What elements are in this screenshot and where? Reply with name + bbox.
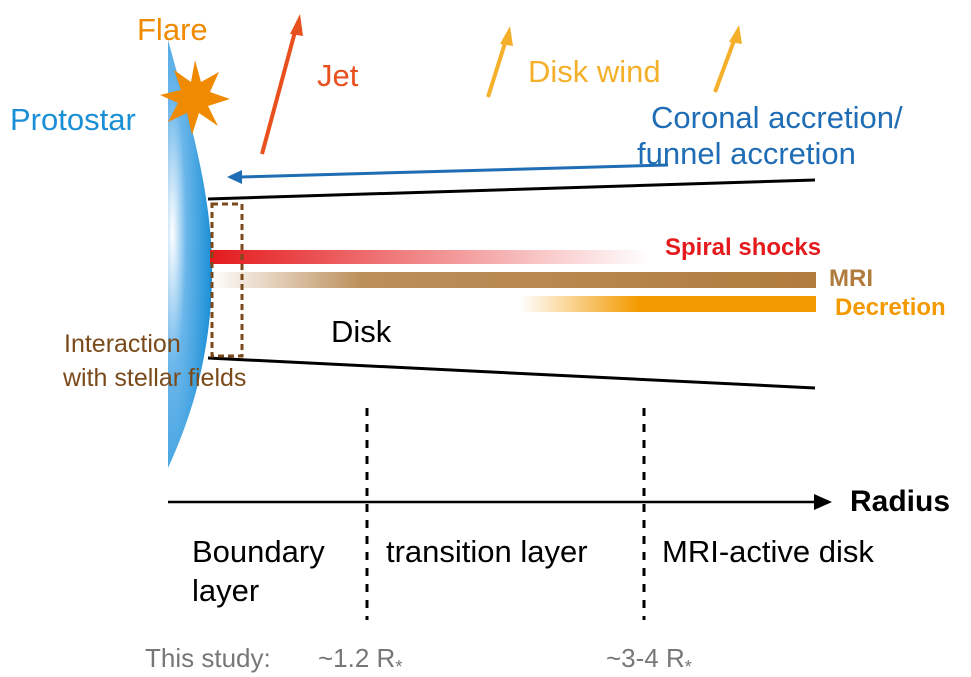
- interaction-label-line1: Interaction: [64, 330, 181, 358]
- decretion-label: Decretion: [835, 294, 946, 321]
- disk-wind-arrow-1: [486, 39, 508, 98]
- radius-estimate-2: ~3-4 R*: [606, 645, 692, 676]
- mri-label: MRI: [829, 265, 873, 292]
- coronal-accretion-arrow: [239, 163, 669, 179]
- boundary-layer-label-line1: Boundary: [192, 534, 325, 569]
- jet-arrow: [260, 27, 298, 155]
- jet-arrowhead: [290, 14, 303, 36]
- interaction-label-line2: with stellar fields: [63, 364, 247, 392]
- protostar-shape: [168, 40, 213, 468]
- radius-estimate-1-value: ~1.2 R: [318, 643, 396, 673]
- stellar-radius-subscript-1: *: [395, 657, 403, 677]
- stellar-radius-subscript-2: *: [684, 657, 692, 677]
- protostar-label: Protostar: [10, 102, 136, 137]
- disk-upper-surface: [207, 178, 816, 201]
- disk-wind-arrowhead-2: [729, 25, 742, 44]
- decretion-bar: [520, 296, 816, 312]
- boundary-layer-label-line2: layer: [192, 573, 260, 608]
- coronal-accretion-label-line1: Coronal accretion/: [651, 100, 903, 135]
- spiral-shocks-label: Spiral shocks: [665, 234, 822, 261]
- mri-active-disk-label: MRI-active disk: [662, 534, 874, 569]
- interaction-region-box: [210, 202, 244, 358]
- flare-label: Flare: [137, 12, 208, 47]
- transition-layer-label: transition layer: [386, 534, 588, 569]
- radius-estimate-1: ~1.2 R*: [318, 645, 402, 676]
- disk-wind-arrow-2: [713, 37, 737, 93]
- this-study-label: This study:: [145, 643, 271, 673]
- coronal-accretion-label-line2: funnel accretion: [637, 136, 856, 171]
- radius-axis-label: Radius: [850, 485, 951, 518]
- radius-estimate-2-value: ~3-4 R: [606, 643, 685, 673]
- coronal-accretion-arrowhead: [227, 170, 242, 184]
- disk-wind-arrowhead-1: [500, 26, 513, 46]
- jet-label: Jet: [317, 58, 359, 93]
- flare-icon: [160, 60, 230, 135]
- disk-label: Disk: [331, 314, 392, 349]
- mri-bar: [210, 272, 816, 288]
- disk-wind-label: Disk wind: [528, 54, 661, 89]
- radius-axis-arrowhead: [814, 494, 832, 510]
- disk-lower-surface: [207, 356, 816, 390]
- spiral-shocks-bar: [210, 250, 650, 264]
